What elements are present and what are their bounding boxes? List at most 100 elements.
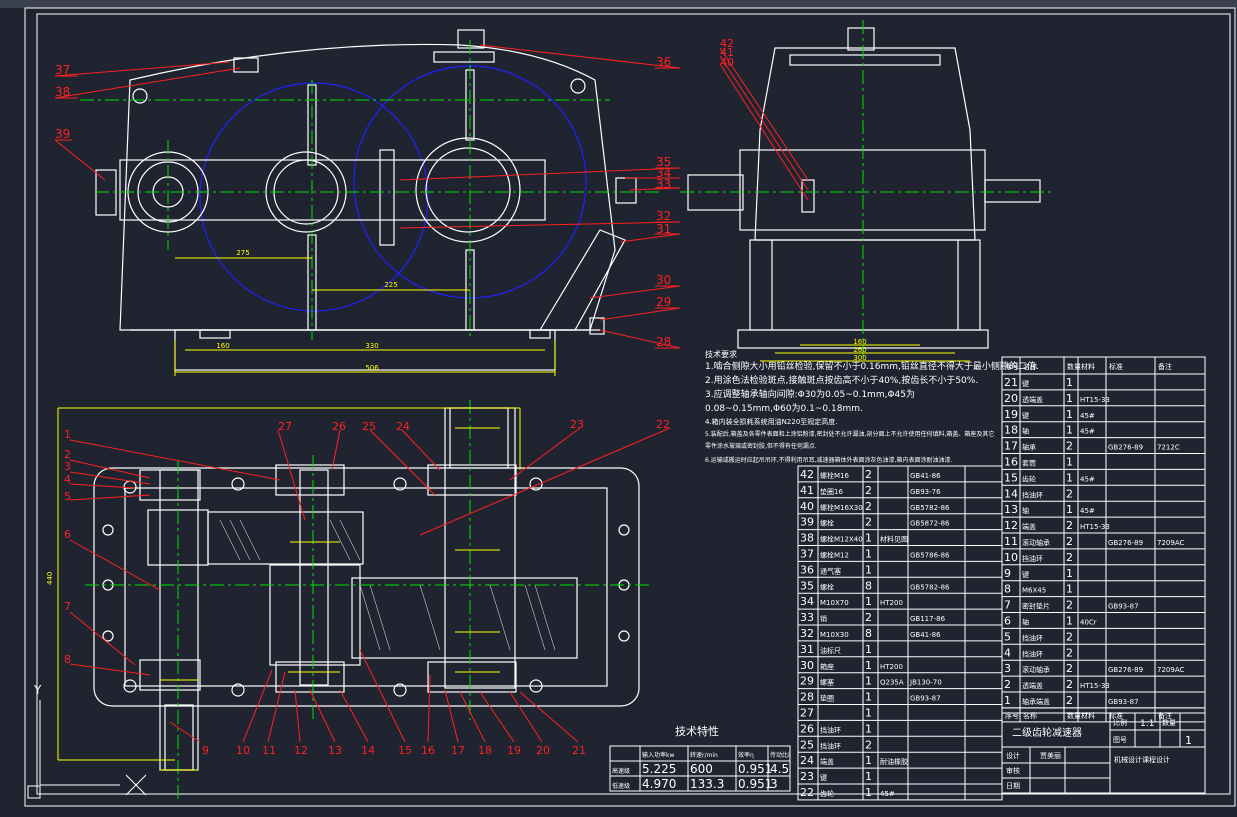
bom-header-1: 名称 xyxy=(1023,362,1037,371)
bom-right-row-5-col-0: 5 xyxy=(1004,630,1011,643)
tech-header-4: 传动比i xyxy=(770,751,790,759)
bom-right-row-9-col-2: 1 xyxy=(1066,567,1073,580)
balloon-35: 35 xyxy=(656,155,671,169)
bom-right-row-18-col-0: 18 xyxy=(1004,424,1018,437)
bom-left-row-40-col-4: GB5782-86 xyxy=(910,504,950,512)
tech-title: 技术特性 xyxy=(675,724,719,738)
bom-right-row-3-col-2: 2 xyxy=(1066,662,1073,675)
bom-left-row-32-col-2: 8 xyxy=(865,627,872,640)
bom-left-row-42-col-2: 2 xyxy=(865,468,872,481)
bom-left-row-39-col-2: 2 xyxy=(865,516,872,529)
bom-left-row-39-col-4: GB5872-86 xyxy=(910,520,950,528)
tech-cell-1-4: 3 xyxy=(770,777,778,791)
balloon-24: 24 xyxy=(396,420,410,433)
tech-cell-0-3: 0.951 xyxy=(738,762,772,776)
bom-left-row-30-col-2: 1 xyxy=(865,659,872,672)
bom-right-row-1-col-0: 1 xyxy=(1004,694,1011,707)
bom-left-row-41-col-0: 41 xyxy=(800,484,814,497)
bom-left-row-31-col-1: 油标尺 xyxy=(820,646,841,655)
bom-left-row-37-col-2: 1 xyxy=(865,548,872,561)
bom-right-row-20-col-3: HT15-33 xyxy=(1080,396,1110,404)
bom-right-row-4-col-2: 2 xyxy=(1066,646,1073,659)
bom-right-row-12-col-0: 12 xyxy=(1004,519,1018,532)
bom-right-row-11-col-4: GB276-89 xyxy=(1108,539,1143,547)
balloon-2: 2 xyxy=(64,448,71,461)
bom-left-row-41-col-2: 2 xyxy=(865,484,872,497)
balloon-14: 14 xyxy=(361,744,375,757)
front-dim-3: 330 xyxy=(365,342,378,350)
bom-header-0: 序号 xyxy=(1005,362,1019,371)
designer-label: 设计 xyxy=(1006,751,1020,760)
bom-right-row-19-col-3: 45# xyxy=(1080,412,1095,420)
side-leaders xyxy=(719,47,809,201)
scale-label: 比例 xyxy=(1113,718,1127,727)
balloon-37: 37 xyxy=(55,63,70,77)
title-name: 二级齿轮减速器 xyxy=(1012,726,1082,739)
bom-left-row-30-col-3: HT200 xyxy=(880,663,903,671)
bom-right-row-11-col-2: 2 xyxy=(1066,535,1073,548)
bom-header-4: 标准 xyxy=(1109,362,1123,371)
notes-title: 技术要求 xyxy=(705,349,737,359)
bom-left-row-39-col-1: 螺栓 xyxy=(820,519,834,528)
balloon-19: 19 xyxy=(507,744,521,757)
bom-right-row-21-col-2: 1 xyxy=(1066,376,1073,389)
front-dim-1: 275 xyxy=(236,249,249,257)
bom-right-row-17-col-1: 轴承 xyxy=(1022,443,1036,452)
tech-header-1: 输入功率kw xyxy=(642,751,674,759)
balloon-4: 4 xyxy=(64,473,71,486)
balloon-29: 29 xyxy=(656,295,671,309)
front-dim-4: 506 xyxy=(365,364,379,372)
bom-right-row-7-col-4: GB93-87 xyxy=(1108,603,1139,611)
bom-left-row-24-col-2: 1 xyxy=(865,754,872,767)
bom-left-row-22-col-0: 22 xyxy=(800,786,814,799)
balloon-31: 31 xyxy=(656,222,671,236)
bom-right-row-6-col-0: 6 xyxy=(1004,615,1011,628)
bom-right-row-1-col-2: 2 xyxy=(1066,694,1073,707)
bom-footer-header-3: 材料 xyxy=(1081,711,1095,720)
bom-right-row-10-col-1: 挡油环 xyxy=(1022,554,1043,563)
balloon-21: 21 xyxy=(572,744,586,757)
front-leaders xyxy=(54,44,681,349)
bom-left-row-25-col-1: 挡油环 xyxy=(820,741,841,750)
top-section-hatch xyxy=(219,519,556,651)
bom-left-row-29-col-1: 螺塞 xyxy=(820,678,834,687)
bom-left-row-31-col-0: 31 xyxy=(800,643,814,656)
bom-right-row-20-col-2: 1 xyxy=(1066,392,1073,405)
balloon-20: 20 xyxy=(536,744,550,757)
bom-left-row-36-col-2: 1 xyxy=(865,563,872,576)
note-line-7: 零件涂水玻璃或密封胶,但不得有任何漏点. xyxy=(705,442,817,450)
bom-right-row-1-col-1: 轴承端盖 xyxy=(1022,697,1050,706)
bom-right-row-17-col-5: 7212C xyxy=(1157,444,1180,452)
bom-right-row-12-col-3: HT15-33 xyxy=(1080,523,1110,531)
balloon-17: 17 xyxy=(451,744,465,757)
tech-cell-0-2: 600 xyxy=(690,762,713,776)
bom-left-row-22-col-1: 齿轮 xyxy=(820,789,834,798)
bom-left-row-28-col-0: 28 xyxy=(800,691,814,704)
tech-cell-1-3: 0.951 xyxy=(738,777,772,791)
bom-left-row-32-col-0: 32 xyxy=(800,627,814,640)
bom-right-row-16-col-0: 16 xyxy=(1004,456,1018,469)
balloon-22: 22 xyxy=(656,418,670,431)
note-line-3: 3.应调整轴承轴向间隙:Φ30为0.05~0.1mm,Φ45为 xyxy=(705,388,915,400)
side-centerlines xyxy=(680,20,1055,360)
balloon-5: 5 xyxy=(64,490,71,503)
bom-right-row-1-col-4: GB93-87 xyxy=(1108,698,1139,706)
bom-right-row-5-col-1: 挡油环 xyxy=(1022,633,1043,642)
bom-right-row-12-col-1: 端盖 xyxy=(1022,522,1036,531)
tech-table-frame xyxy=(609,745,791,792)
bom-left-row-34-col-2: 1 xyxy=(865,595,872,608)
bom-left-row-34-col-3: HT200 xyxy=(880,599,903,607)
bom-left-row-28-col-2: 1 xyxy=(865,691,872,704)
side-dim-2: 260 xyxy=(853,346,866,354)
front-dim-5: 160 xyxy=(216,342,229,350)
balloon-23: 23 xyxy=(570,418,584,431)
bom-right-row-17-col-0: 17 xyxy=(1004,440,1018,453)
bom-right-row-11-col-0: 11 xyxy=(1004,535,1018,548)
bom-left-row-35-col-2: 8 xyxy=(865,579,872,592)
bom-left-row-32-col-1: M10X30 xyxy=(820,631,849,639)
side-dim-3: 300 xyxy=(853,354,866,362)
balloon-15: 15 xyxy=(398,744,412,757)
bom-left-row-42-col-0: 42 xyxy=(800,468,814,481)
bom-left-row-27-col-2: 1 xyxy=(865,707,872,720)
